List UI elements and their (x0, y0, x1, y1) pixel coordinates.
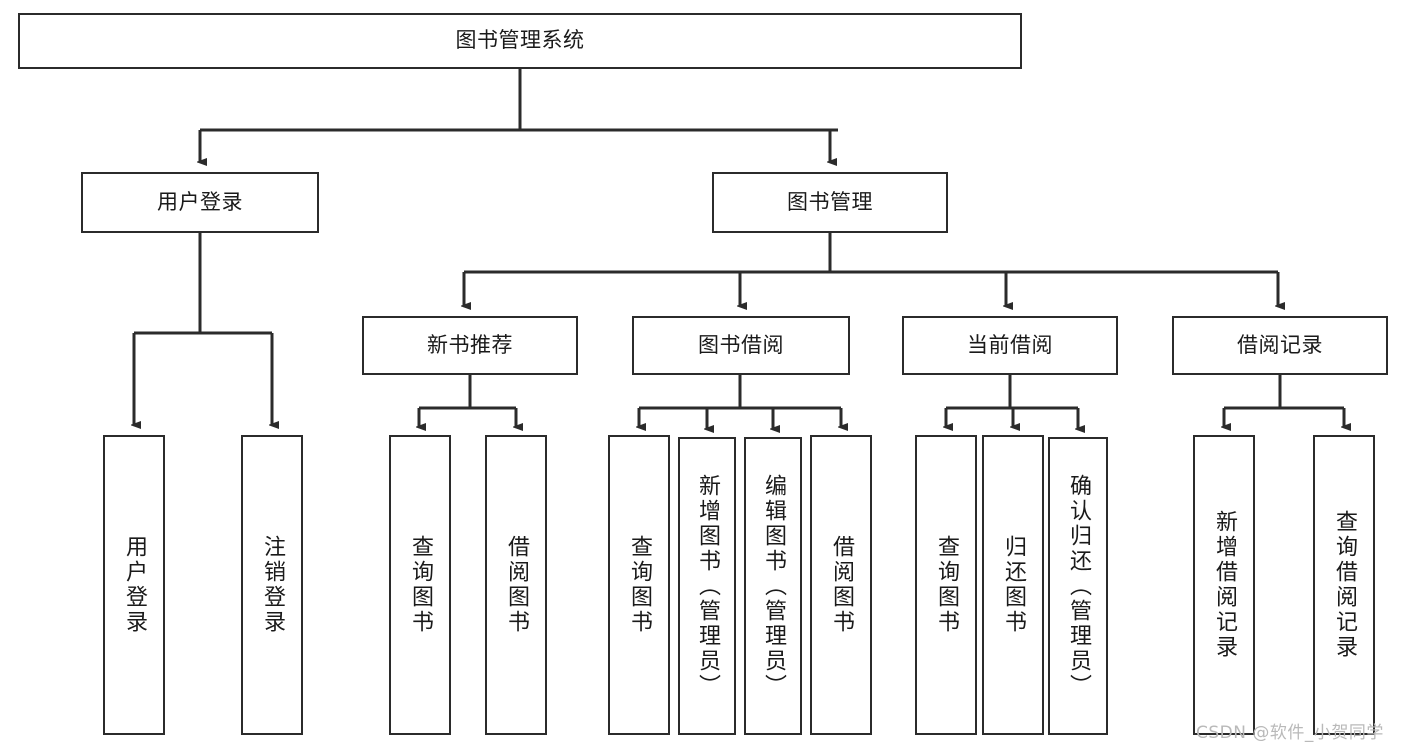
node-user-login[interactable]: 用户登录 (81, 172, 319, 233)
node-label: 用户登录 (157, 189, 243, 214)
node-book-management[interactable]: 图书管理 (712, 172, 948, 233)
node-book-borrowing[interactable]: 图书借阅 (632, 316, 850, 375)
node-label: 查询借阅记录 (1332, 510, 1357, 660)
leaf-add-borrow-record[interactable]: 新增借阅记录 (1193, 435, 1255, 735)
node-root-book-management-system[interactable]: 图书管理系统 (18, 13, 1022, 69)
node-label: 新书推荐 (427, 332, 513, 357)
node-label: 查询图书 (627, 535, 652, 635)
node-label: 查询图书 (408, 535, 433, 635)
node-current-borrowing[interactable]: 当前借阅 (902, 316, 1118, 375)
leaf-query-books-borrowing[interactable]: 查询图书 (608, 435, 670, 735)
node-label: 借阅图书 (504, 535, 529, 635)
leaf-return-books[interactable]: 归还图书 (982, 435, 1044, 735)
leaf-borrow-books-borrowing[interactable]: 借阅图书 (810, 435, 872, 735)
node-label: 图书管理系统 (455, 28, 585, 53)
leaf-edit-book-admin[interactable]: 编辑图书（管理员） (744, 437, 802, 735)
leaf-query-books-current[interactable]: 查询图书 (915, 435, 977, 735)
node-label: 新增图书（管理员） (695, 473, 720, 699)
node-label: 用户登录 (122, 535, 147, 635)
node-new-book-recommendation[interactable]: 新书推荐 (362, 316, 578, 375)
node-borrowing-records[interactable]: 借阅记录 (1172, 316, 1388, 375)
node-label: 借阅图书 (829, 535, 854, 635)
leaf-logout[interactable]: 注销登录 (241, 435, 303, 735)
node-label: 当前借阅 (967, 332, 1053, 357)
node-label: 查询图书 (934, 535, 959, 635)
node-label: 确认归还（管理员） (1066, 473, 1091, 699)
leaf-add-book-admin[interactable]: 新增图书（管理员） (678, 437, 736, 735)
leaf-borrow-books-recommendation[interactable]: 借阅图书 (485, 435, 547, 735)
leaf-user-login[interactable]: 用户登录 (103, 435, 165, 735)
node-label: 注销登录 (260, 535, 285, 635)
node-label: 图书管理 (787, 189, 873, 214)
node-label: 归还图书 (1001, 535, 1026, 635)
node-label: 新增借阅记录 (1212, 510, 1237, 660)
leaf-query-books-recommendation[interactable]: 查询图书 (389, 435, 451, 735)
node-label: 编辑图书（管理员） (761, 473, 786, 699)
node-label: 借阅记录 (1237, 332, 1323, 357)
leaf-query-borrow-record[interactable]: 查询借阅记录 (1313, 435, 1375, 735)
csdn-watermark: CSDN @软件_小贺同学 (1196, 723, 1384, 743)
node-label: 图书借阅 (698, 332, 784, 357)
leaf-confirm-return-admin[interactable]: 确认归还（管理员） (1048, 437, 1108, 735)
